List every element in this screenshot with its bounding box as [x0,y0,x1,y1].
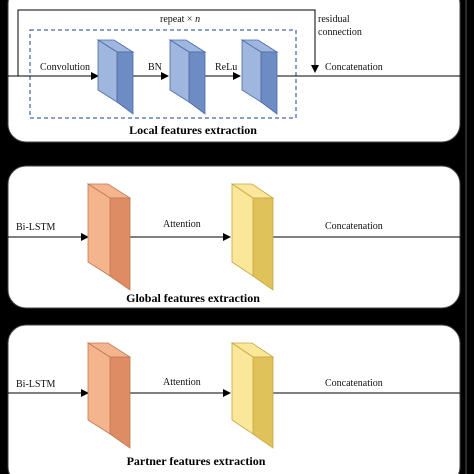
global-concatenation-label: Concatenation [325,221,383,232]
relu-label: ReLu [215,62,237,73]
convolution-label: Convolution [40,62,90,73]
local-panel-title: Local features extraction [129,123,257,137]
global-bilstm-label: Bi-LSTM [16,222,56,233]
block-front-face [169,39,190,103]
partner-attention-block [230,342,275,449]
partner-features-panel: Bi-LSTM Attention Concatenation Partner … [7,324,461,474]
residual-label-line1: residual [318,14,350,25]
global-attention-label: Attention [163,219,201,230]
global-features-panel: Bi-LSTM Attention Concatenation Global f… [7,165,461,309]
block-side-face [109,356,131,449]
local-concatenation-label: Concatenation [325,62,383,73]
residual-connection-arrow [17,9,319,76]
residual-label-line2: connection [318,27,362,38]
partner-concatenation-label: Concatenation [325,378,383,389]
block-side-face [252,197,274,291]
partner-bilstm-label: Bi-LSTM [16,379,56,390]
block-front-face [87,342,111,435]
block-side-face [252,356,274,449]
relu-block [240,39,279,115]
local-panel-border [7,0,461,143]
partner-attention-label: Attention [163,377,201,388]
global-panel-title: Global features extraction [126,291,260,305]
partner-bilstm-block [86,342,132,449]
repeat-dashed-box [29,29,297,119]
local-features-panel: repeat × n residual connection Convoluti… [7,0,461,143]
conv-block [96,39,135,115]
block-front-face [231,342,254,435]
global-attention-block [230,183,275,291]
block-front-face [241,39,262,103]
partner-panel-title: Partner features extraction [127,454,266,468]
bn-label: BN [148,62,162,73]
global-bilstm-block [86,183,132,291]
block-front-face [87,183,111,277]
adjacent-panel-edge [465,0,474,474]
bn-block [168,39,207,115]
block-front-face [231,183,254,277]
repeat-label: repeat × n [160,14,200,25]
block-side-face [109,197,131,291]
block-front-face [97,39,118,103]
